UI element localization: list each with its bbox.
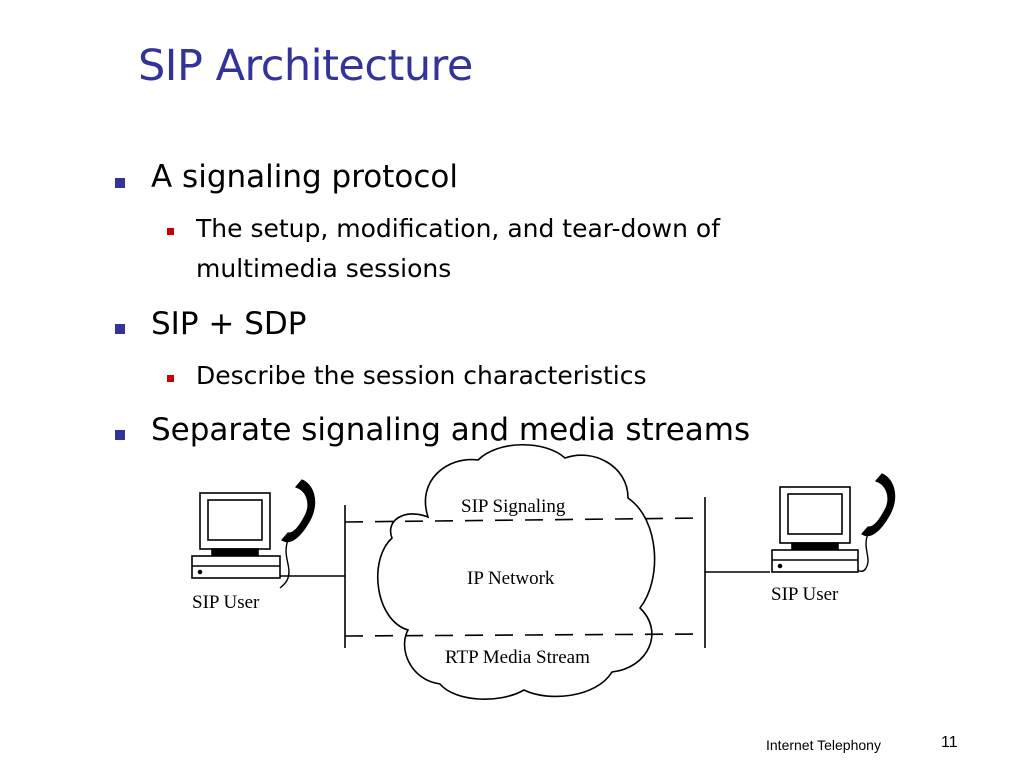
page-number: 11 (941, 733, 958, 753)
left-user-label: SIP User (192, 592, 260, 613)
left-computer-icon (192, 493, 280, 578)
right-user-label: SIP User (771, 584, 839, 605)
sip-signaling-label: SIP Signaling (461, 496, 566, 517)
footer-text: Internet Telephony (766, 735, 881, 755)
right-phone-icon (858, 474, 895, 571)
rtp-media-stream-label: RTP Media Stream (445, 647, 590, 668)
left-phone-icon (280, 480, 315, 588)
right-computer-icon (772, 487, 858, 572)
ip-network-label: IP Network (467, 568, 555, 589)
